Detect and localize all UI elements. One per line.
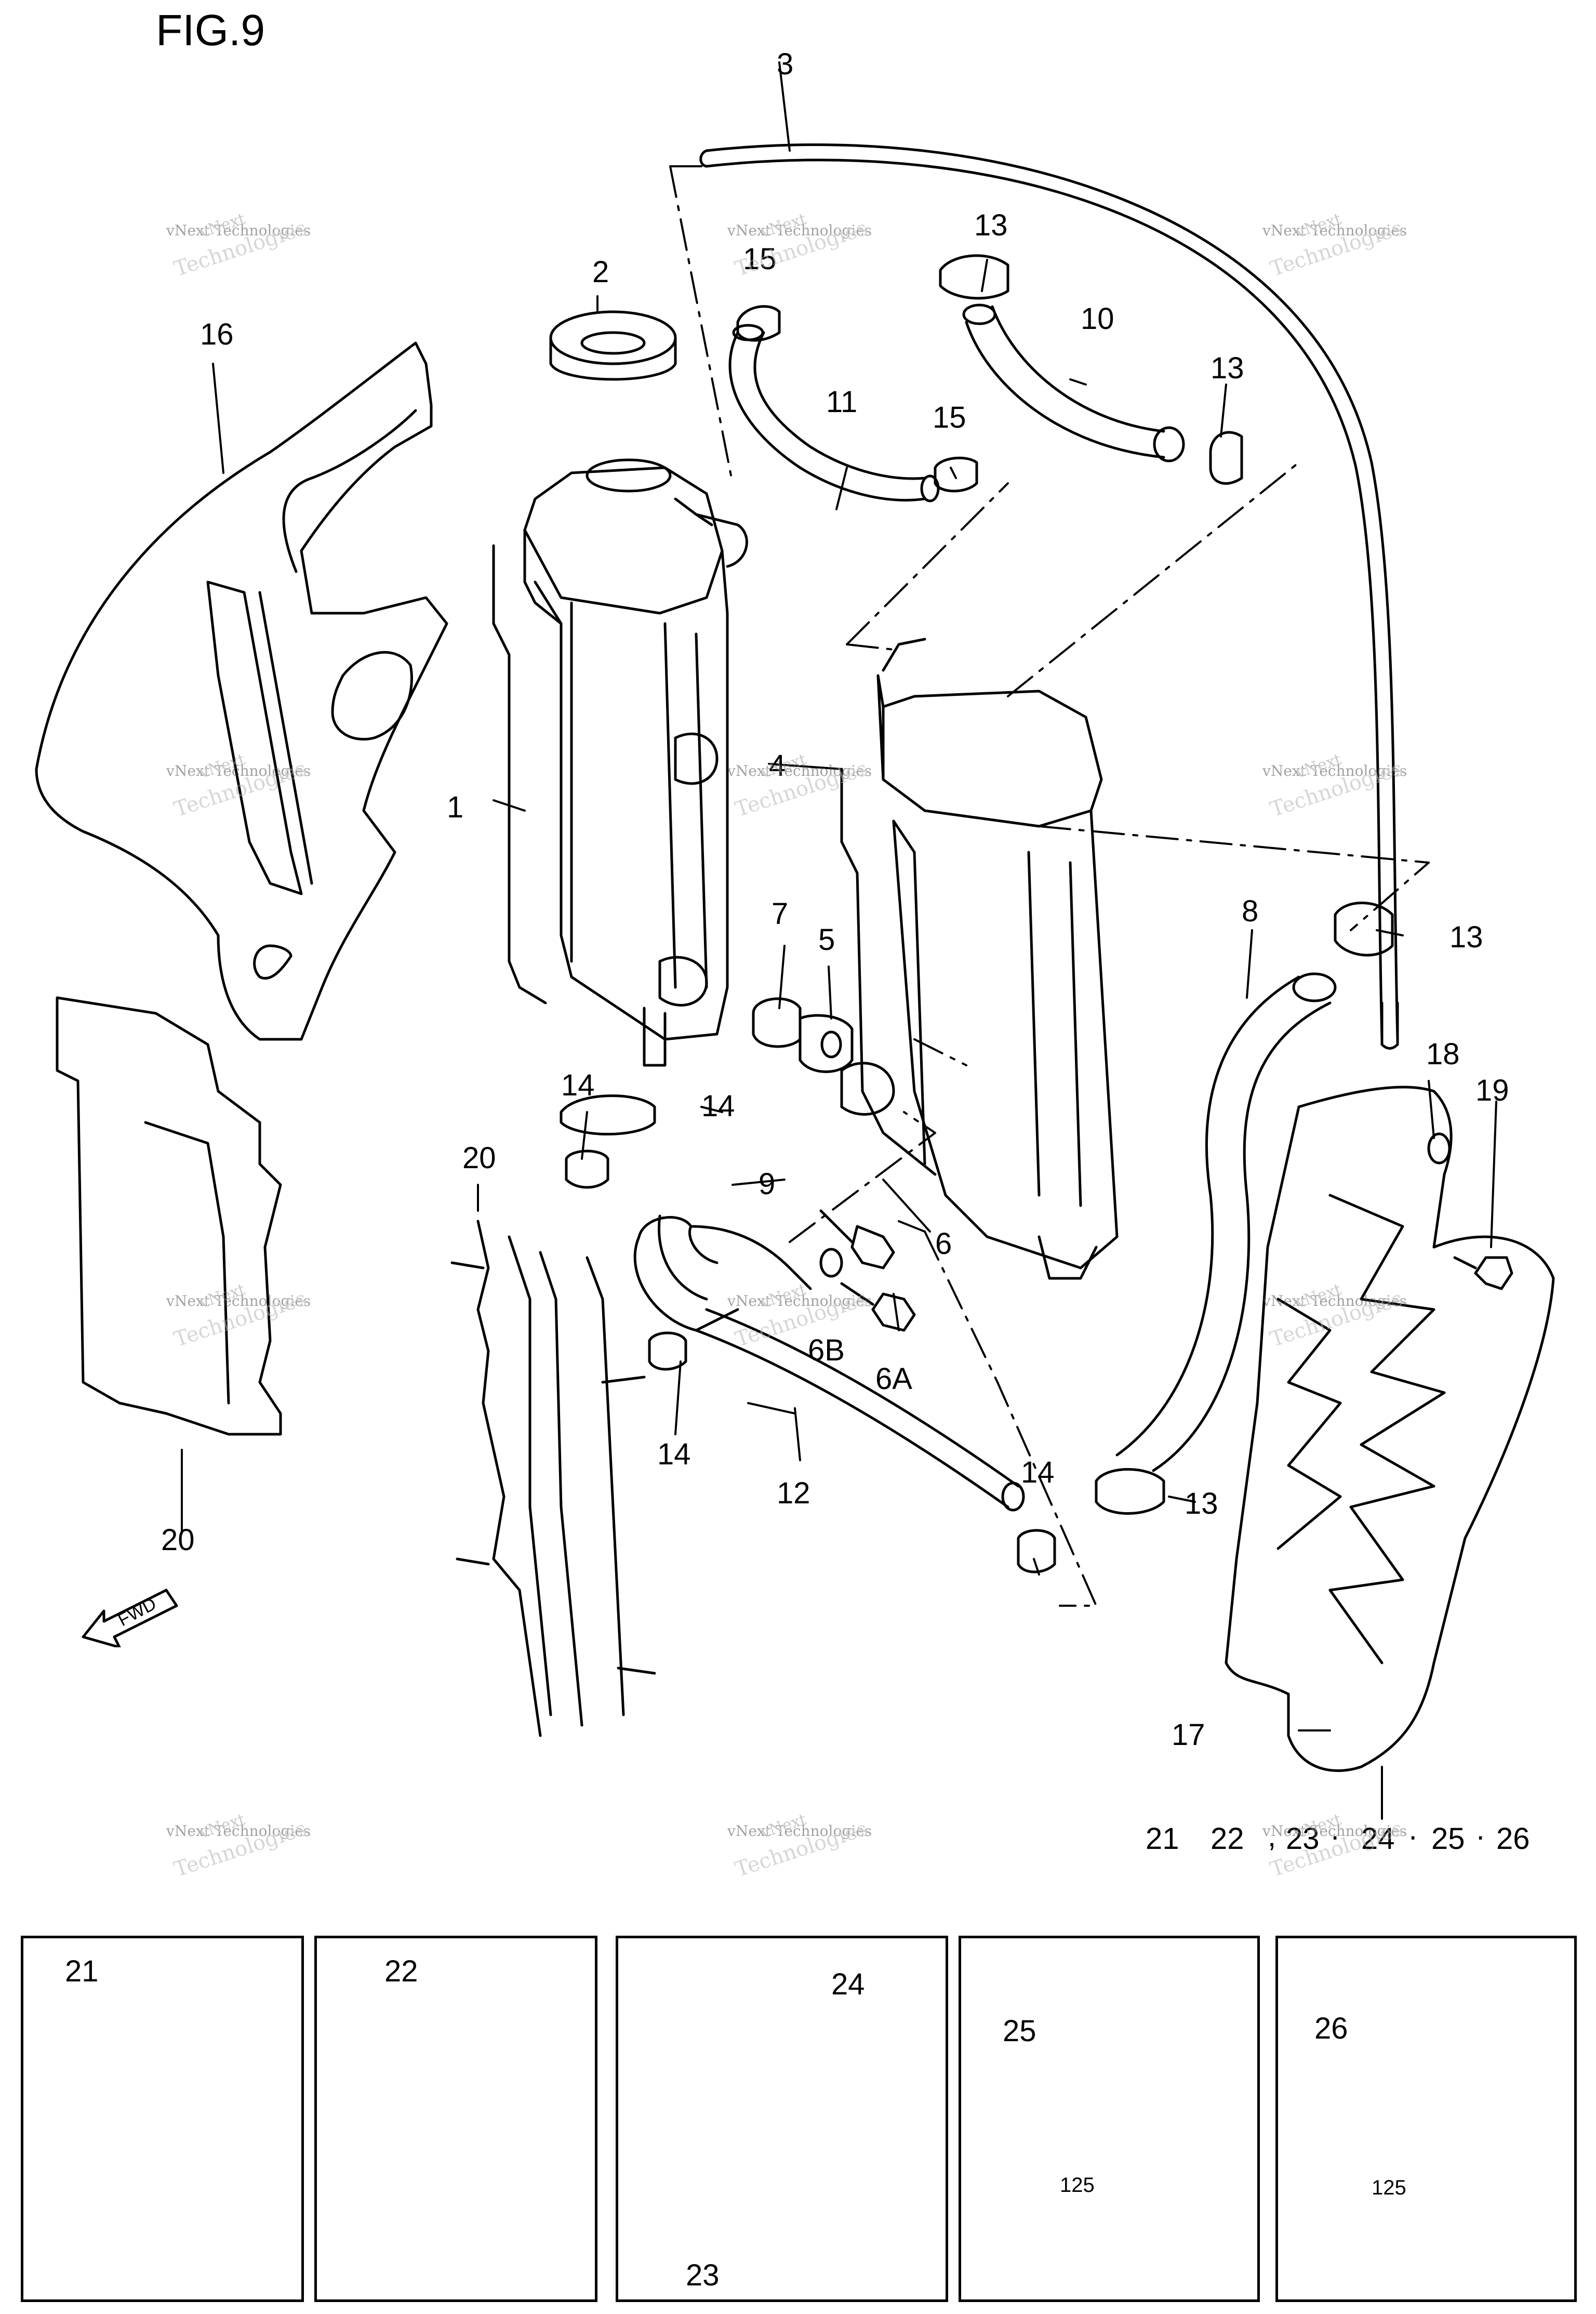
callout-13-top: 13	[974, 208, 1008, 242]
callout-9: 9	[759, 1167, 776, 1201]
variant-22: 22	[1211, 1822, 1244, 1856]
watermark: vNext vNext Technologies Technologies	[727, 1278, 872, 1352]
watermark-line2: vNext Technologies	[727, 1292, 872, 1310]
panel-26-label: 26	[1314, 2012, 1348, 2045]
callout-14-d: 14	[1021, 1456, 1055, 1489]
watermark: vNext vNext Technologies Technologies	[727, 1808, 872, 1882]
shroud-part-16	[35, 341, 448, 1041]
variant-panel-26: 26 125	[1275, 1936, 1577, 2302]
panel-25-label: 25	[1003, 2014, 1036, 2048]
hose-part-9	[633, 1214, 812, 1332]
callout-15-top: 15	[743, 242, 777, 276]
guard-part-20-center	[450, 1220, 656, 1737]
watermark: vNext vNext Technologies Technologies	[1262, 748, 1407, 822]
watermark-line2: vNext Technologies	[727, 1822, 872, 1840]
callout-6B: 6B	[808, 1333, 845, 1367]
watermark-line2: vNext Technologies	[1262, 1292, 1407, 1310]
callout-6: 6	[935, 1227, 952, 1261]
callout-11: 11	[826, 385, 858, 419]
figure-title: FIG.9	[156, 6, 265, 55]
callout-12: 12	[777, 1476, 810, 1510]
watermark-line2: vNext Technologies	[727, 762, 872, 779]
callout-13-bottom: 13	[1185, 1487, 1218, 1520]
variant-panel-23-24: 24 23	[616, 1936, 948, 2302]
panel-23-label: 23	[686, 2258, 720, 2292]
variant-panel-21: 21	[21, 1936, 304, 2302]
callout-8: 8	[1242, 894, 1259, 928]
variant-24: 24	[1361, 1822, 1395, 1856]
panel-22-label: 22	[384, 1954, 418, 1988]
callout-14-a: 14	[561, 1068, 595, 1102]
dash-dot-lines	[669, 165, 1430, 1607]
guard-part-20-left	[56, 996, 282, 1436]
overflow-hose-part-3	[699, 143, 1399, 1050]
watermark: vNext vNext Technologies Technologies	[1262, 1808, 1407, 1882]
callout-17: 17	[1172, 1718, 1205, 1752]
callout-2: 2	[592, 255, 609, 289]
callout-15-mid: 15	[933, 401, 966, 434]
watermark-line2: vNext Technologies	[727, 222, 872, 239]
watermark: vNext vNext Technologies Technologies	[1262, 208, 1407, 282]
radiator-left-part-1	[492, 458, 748, 1067]
radiator-cap-part-2	[549, 310, 677, 381]
watermark-line2: vNext Technologies	[1262, 1822, 1407, 1840]
panel-21-label: 21	[65, 1954, 99, 1988]
watermark-line2: vNext Technologies	[166, 1822, 311, 1840]
callout-13-right: 13	[1211, 351, 1244, 385]
watermark-line2: vNext Technologies	[1262, 222, 1407, 239]
variant-panel-22: 22	[314, 1936, 597, 2302]
variant-sep-4: ·	[1475, 1819, 1486, 1853]
callout-13-mid: 13	[1449, 920, 1483, 954]
variant-23: 23	[1286, 1822, 1320, 1856]
callout-5: 5	[818, 923, 835, 957]
variant-sep-2: ·	[1330, 1819, 1340, 1853]
variant-sep-3: ·	[1408, 1819, 1418, 1853]
fwd-arrow-icon: FWD	[82, 1589, 178, 1647]
variant-25: 25	[1431, 1822, 1465, 1856]
watermark-line2: vNext Technologies	[166, 1292, 311, 1310]
shroud-part-17	[1225, 1086, 1555, 1772]
watermark-line2: vNext Technologies	[166, 762, 311, 779]
hose-part-12	[695, 1308, 1025, 1512]
variant-sep-1: ,	[1268, 1819, 1276, 1853]
callout-3: 3	[777, 47, 794, 81]
leader-lines	[181, 61, 1497, 1820]
watermark-line2: vNext Technologies	[166, 222, 311, 239]
fittings-parts-5-7	[752, 997, 854, 1073]
callout-1: 1	[447, 790, 464, 824]
panel-24-label: 24	[831, 1967, 865, 2001]
callout-20-center: 20	[462, 1141, 496, 1175]
callout-16: 16	[200, 318, 234, 351]
callout-14-c: 14	[657, 1437, 691, 1471]
panel-26-decal: 125	[1372, 2176, 1406, 2199]
hose-part-10	[962, 303, 1185, 462]
watermark: vNext vNext Technologies Technologies	[166, 1808, 311, 1882]
watermark: vNext vNext Technologies Technologies	[727, 748, 872, 822]
hose-part-8	[1115, 972, 1337, 1472]
callout-10: 10	[1081, 302, 1114, 336]
watermark: vNext vNext Technologies Technologies	[727, 208, 872, 282]
watermark-line2: vNext Technologies	[1262, 762, 1407, 779]
callout-20-left: 20	[161, 1523, 195, 1557]
watermark: vNext vNext Technologies Technologies	[166, 208, 311, 282]
watermark: vNext vNext Technologies Technologies	[1262, 1278, 1407, 1352]
bolts-parts-6-18-19	[819, 1132, 1513, 1332]
variant-panel-25: 25 125	[959, 1936, 1260, 2302]
clamp-parts	[560, 254, 1394, 1573]
watermark: vNext vNext Technologies Technologies	[166, 1278, 311, 1352]
callout-14-b: 14	[701, 1089, 735, 1123]
callout-19: 19	[1475, 1074, 1509, 1107]
variant-26: 26	[1496, 1822, 1530, 1856]
radiator-right-part-4	[840, 638, 1119, 1280]
watermark: vNext vNext Technologies Technologies	[166, 748, 311, 822]
callout-6A: 6A	[875, 1362, 912, 1396]
callout-7: 7	[772, 897, 789, 931]
panel-25-decal: 125	[1060, 2174, 1095, 2197]
variant-21: 21	[1146, 1822, 1179, 1856]
callout-4: 4	[769, 749, 786, 783]
callout-18: 18	[1426, 1037, 1460, 1071]
